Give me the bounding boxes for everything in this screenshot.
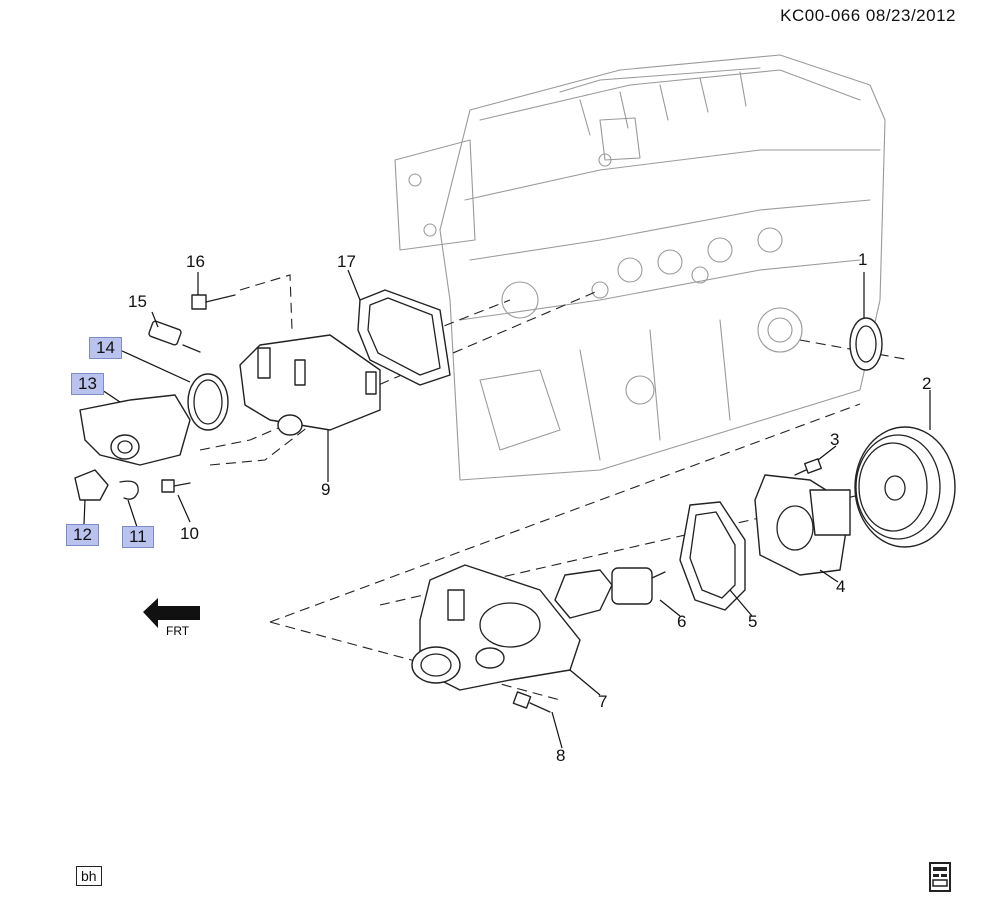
- part-1-seal: [849, 317, 883, 371]
- part-4-pump-housing: [754, 474, 851, 576]
- part-11-clip: [119, 480, 139, 500]
- part-14-o-ring: [187, 373, 229, 431]
- callout-13: 13: [71, 373, 104, 395]
- callout-17: 17: [337, 252, 356, 271]
- front-arrow-label: FRT: [166, 624, 190, 638]
- callout-8: 8: [556, 746, 566, 765]
- part-15-sensor: [148, 320, 201, 353]
- callout-11: 11: [122, 526, 154, 548]
- callout-3: 3: [830, 430, 840, 449]
- part-7-water-pump-body: [411, 564, 581, 691]
- part-12-connector: [74, 469, 109, 501]
- callout-1: 1: [858, 250, 868, 269]
- part-10-bolt: [161, 479, 191, 493]
- callout-9: 9: [321, 480, 331, 499]
- part-16-bolt: [191, 294, 236, 310]
- callout-12: 12: [66, 524, 99, 546]
- callout-leader-lines: [83, 269, 931, 749]
- part-6-impeller-shaft: [554, 567, 666, 619]
- callout-5: 5: [748, 612, 758, 631]
- callout-10: 10: [180, 524, 199, 543]
- callout-6: 6: [677, 612, 687, 631]
- callout-7: 7: [598, 692, 608, 711]
- part-5-gasket: [679, 501, 746, 611]
- part-13-outlet: [79, 394, 191, 466]
- callout-2: 2: [922, 374, 932, 393]
- part-9-thermostat-housing: [239, 334, 381, 436]
- part-8-bolt: [512, 691, 551, 713]
- callout-4: 4: [836, 577, 846, 596]
- engine-block-illustration: [394, 54, 886, 481]
- part-17-gasket: [357, 289, 451, 386]
- callout-14: 14: [89, 337, 122, 359]
- document-icon-glyph: [932, 867, 948, 887]
- bh-badge: bh: [76, 866, 102, 886]
- callout-15: 15: [128, 292, 147, 311]
- front-direction-arrow: FRT: [143, 598, 200, 638]
- part-3-bolt: [794, 458, 822, 476]
- document-icon: [929, 862, 951, 892]
- callout-16: 16: [186, 252, 205, 271]
- diagram-code-date: KC00-066 08/23/2012: [780, 6, 956, 25]
- part-2-pulley: [854, 426, 956, 548]
